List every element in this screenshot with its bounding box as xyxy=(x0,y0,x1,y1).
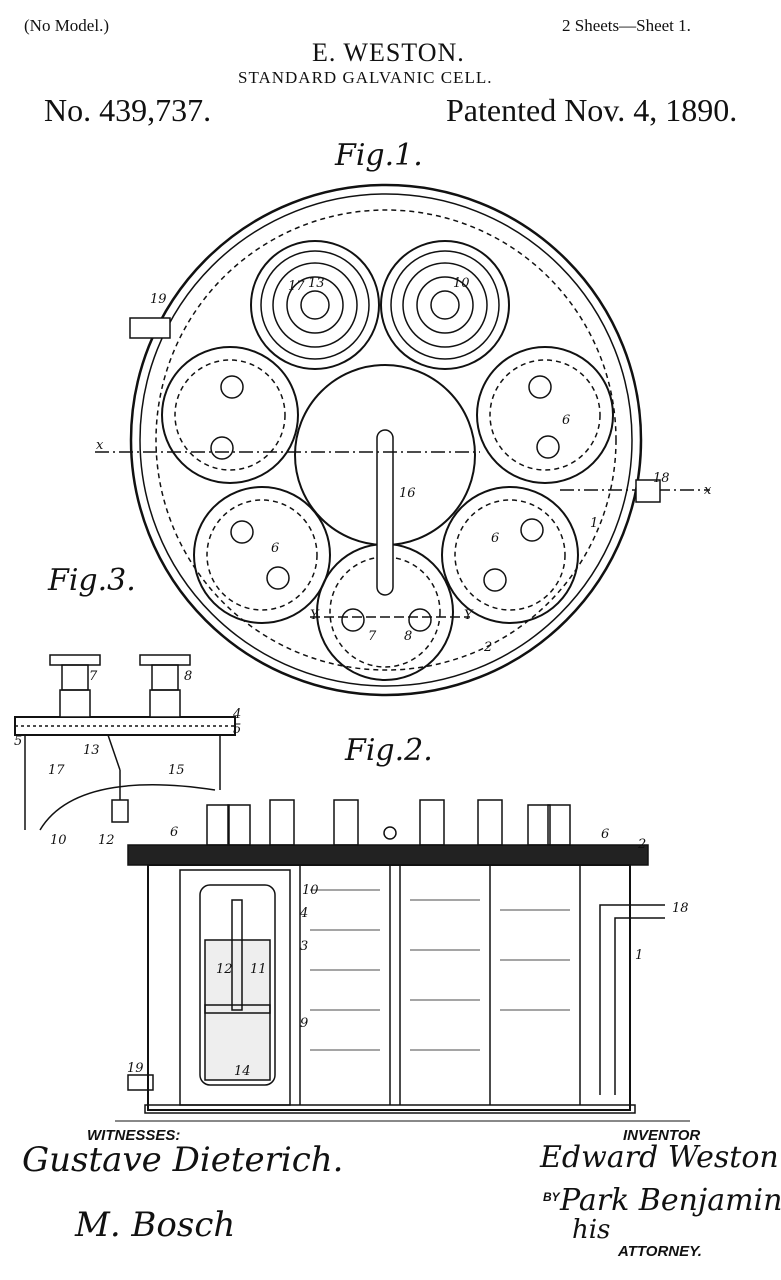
ref-numeral: 10 xyxy=(453,276,470,291)
ref-numeral: 5 xyxy=(233,722,241,737)
ref-numeral: 13 xyxy=(83,743,100,758)
witness-signature-1: Gustave Dieterich. xyxy=(22,1140,344,1180)
ref-numeral: 14 xyxy=(234,1064,251,1079)
ref-numeral: 13 xyxy=(308,276,325,291)
ref-numeral: 9 xyxy=(300,1016,308,1031)
ref-numeral: 7 xyxy=(368,629,377,644)
ref-numeral: 12 xyxy=(98,833,115,848)
ref-numeral: Y xyxy=(464,608,474,623)
ref-numeral: 15 xyxy=(168,763,185,778)
ref-numeral: 12 xyxy=(216,962,233,977)
figure-1-top-view: Fig.1. 19 17 13 10 6 18 16 xyxy=(95,138,712,697)
figure-3-section: Fig.3. 7 8 4 5 5 13 17 15 10 12 xyxy=(14,563,241,848)
ref-numeral: 6 xyxy=(170,825,178,840)
ref-numeral: x xyxy=(96,438,104,453)
ref-numeral: 17 xyxy=(48,763,65,778)
ref-numeral: 16 xyxy=(399,486,416,501)
ref-numeral: 6 xyxy=(491,531,499,546)
ref-numeral: 19 xyxy=(127,1061,144,1076)
ref-numeral: 10 xyxy=(50,833,67,848)
inventor-signature: Edward Weston xyxy=(540,1140,779,1175)
fig1-label: Fig.1. xyxy=(334,138,423,173)
witness-signature-2: M. Bosch xyxy=(75,1205,236,1245)
ref-numeral: 7 xyxy=(89,669,98,684)
ref-numeral: 19 xyxy=(150,292,167,307)
ref-numeral: 18 xyxy=(672,901,689,916)
ref-numeral: 1 xyxy=(635,948,643,963)
ref-numeral: 17 xyxy=(288,279,305,294)
ref-numeral: 4 xyxy=(299,906,308,921)
patent-number: No. 439,737. xyxy=(44,92,212,128)
figure-2-elevation: Fig.2. 6 6 2 10 4 3 12 11 9 xyxy=(127,733,689,1114)
fig3-label: Fig.3. xyxy=(47,563,136,598)
witnesses-label: WITNESSES: xyxy=(87,1127,181,1144)
ref-numeral: 2 xyxy=(637,837,646,852)
ref-numeral: 1 xyxy=(590,516,598,531)
ref-numeral: 5 xyxy=(14,734,22,749)
ref-numeral: 6 xyxy=(601,827,609,842)
cells xyxy=(161,346,614,681)
model-note: (No Model.) xyxy=(24,16,109,35)
ref-numeral: 6 xyxy=(271,541,279,556)
inventor-name-heading: E. WESTON. xyxy=(312,38,465,67)
terminal-posts xyxy=(206,799,571,846)
ref-numeral: 4 xyxy=(232,707,241,722)
ref-numeral: 3 xyxy=(300,939,308,954)
ref-numeral: 2 xyxy=(483,640,492,655)
ref-numeral: 11 xyxy=(250,962,267,977)
ref-numeral: Y xyxy=(310,608,320,623)
ref-numeral: 8 xyxy=(404,629,412,644)
patent-title: STANDARD GALVANIC CELL. xyxy=(238,68,493,87)
fig2-label: Fig.2. xyxy=(344,733,433,768)
by-label: BY xyxy=(543,1190,560,1204)
inventor-label: INVENTOR xyxy=(623,1127,701,1144)
ref-numeral: 18 xyxy=(653,471,670,486)
his-label: his xyxy=(572,1215,611,1245)
ref-numeral: x xyxy=(704,483,712,498)
attorney-label: ATTORNEY. xyxy=(618,1243,702,1260)
patent-date: Patented Nov. 4, 1890. xyxy=(446,92,738,128)
attorney-signature: Park Benjamin xyxy=(560,1183,781,1218)
terminal-cells xyxy=(250,240,510,370)
ref-numeral: 8 xyxy=(184,669,192,684)
ref-numeral: 10 xyxy=(302,883,319,898)
sheet-count: 2 Sheets—Sheet 1. xyxy=(562,16,691,35)
ref-numeral: 6 xyxy=(562,413,570,428)
